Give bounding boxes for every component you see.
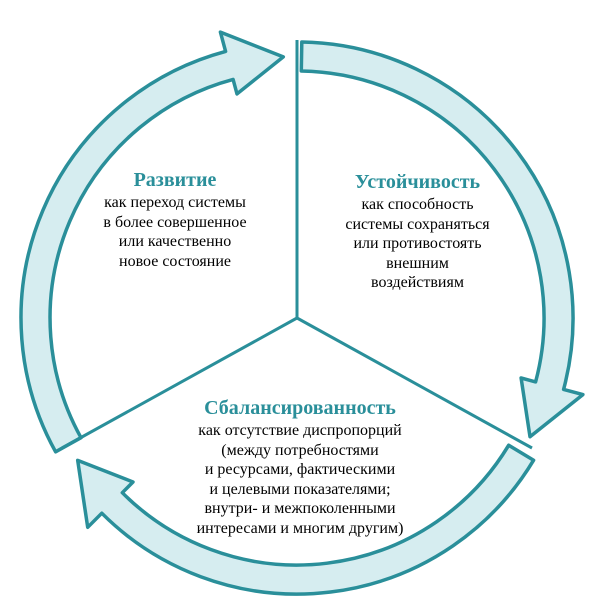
- arrow-left: [19, 30, 286, 454]
- stability-line: или противостоять: [353, 235, 482, 252]
- development-line: как переход системы: [104, 194, 246, 211]
- development-line: новое состояние: [119, 252, 231, 270]
- arrow-top-right: [299, 40, 585, 439]
- balance-title: Сбалансированность: [204, 397, 396, 419]
- balance-line: и целевыми показателями;: [209, 480, 391, 498]
- stability-line: как способность: [361, 196, 474, 213]
- balance-block: Сбалансированность как отсутствие диспро…: [140, 396, 460, 538]
- cycle-arrows: [19, 30, 585, 596]
- sector-dividers: [61, 40, 533, 450]
- stability-line: системы сохраняться: [345, 215, 490, 233]
- arrow-bottom: [75, 443, 536, 596]
- development-block: Развитие как переход системы в более сов…: [70, 168, 280, 271]
- development-line: в более совершенное: [103, 213, 247, 231]
- stability-block: Устойчивость как способность системы сох…: [300, 170, 535, 293]
- development-line: или качественно: [118, 233, 232, 250]
- stability-line: воздействиям: [371, 274, 464, 291]
- balance-line: как отсутствие диспропорций: [198, 422, 402, 439]
- balance-line: и ресурсами, фактическими: [204, 461, 396, 478]
- divider-bottom-left: [61, 316, 298, 450]
- balance-line: интересами и многим другим): [196, 519, 404, 537]
- divider-bottom-right: [296, 316, 533, 450]
- stability-line: внешним: [386, 254, 449, 272]
- development-title: Развитие: [133, 169, 217, 191]
- balance-line: внутри- и межпоколенными: [204, 500, 396, 517]
- balance-line: (между потребностями: [221, 441, 379, 459]
- stability-title: Устойчивость: [354, 171, 481, 193]
